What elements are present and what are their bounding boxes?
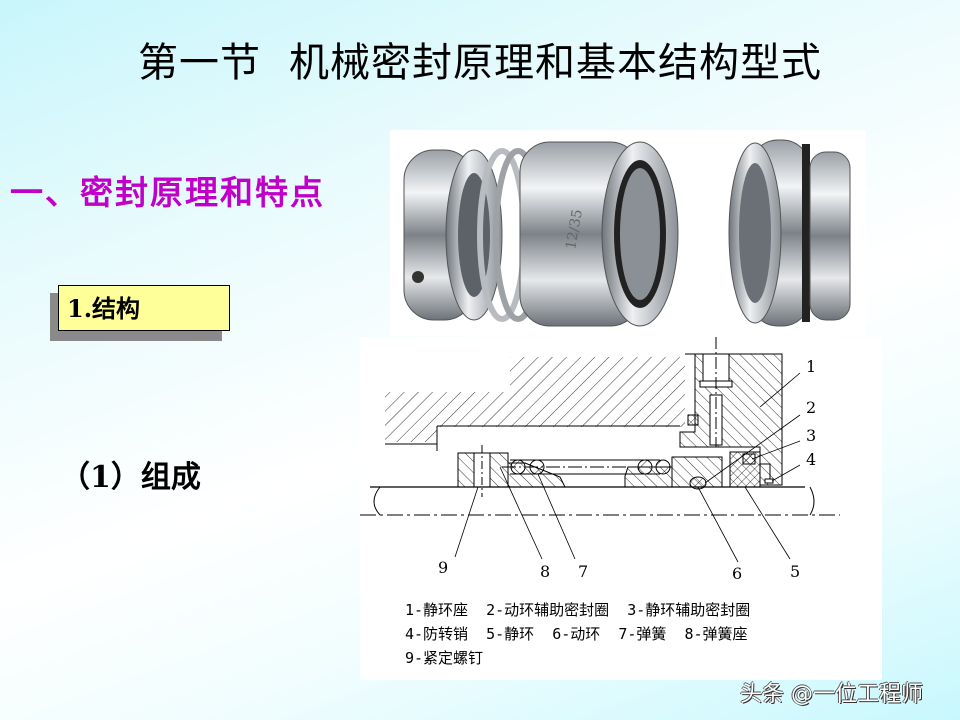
slide-title: 第一节机械密封原理和基本结构型式 bbox=[0, 30, 960, 88]
item-heading: （1）组成 bbox=[60, 460, 201, 495]
seal-cross-section-diagram: 1 2 3 4 5 6 7 8 9 bbox=[360, 337, 840, 583]
section-heading: 一、密封原理和特点 bbox=[10, 173, 325, 212]
seal-photo-illustration: 12/35 bbox=[403, 139, 851, 327]
part-label-6: 6 bbox=[732, 564, 742, 583]
title-chapter: 第一节 bbox=[138, 40, 261, 86]
watermark: 头条 @一位工程师 bbox=[740, 682, 923, 707]
part-label-2: 2 bbox=[806, 398, 816, 417]
part-label-9: 9 bbox=[438, 558, 448, 577]
legend-line: 4-防转销 5-静环 6-动环 7-弹簧 8-弹簧座 bbox=[405, 625, 748, 643]
diagram-legend: 1-静环座 2-动环辅助密封圈 3-静环辅助密封圈 4-防转销 5-静环 6-动环… bbox=[405, 598, 750, 670]
title-topic: 机械密封原理和基本结构型式 bbox=[289, 40, 822, 86]
part-label-1: 1 bbox=[806, 357, 816, 376]
part-label-8: 8 bbox=[540, 562, 550, 581]
subsection-label: 1.结构 bbox=[58, 285, 230, 331]
photo-engraving: 12/35 bbox=[563, 208, 586, 251]
part-label-4: 4 bbox=[806, 450, 816, 469]
legend-line: 9-紧定螺钉 bbox=[405, 649, 484, 667]
part-label-3: 3 bbox=[806, 426, 816, 445]
part-label-7: 7 bbox=[578, 562, 588, 581]
legend-line: 1-静环座 2-动环辅助密封圈 3-静环辅助密封圈 bbox=[405, 601, 751, 619]
part-label-5: 5 bbox=[790, 562, 800, 581]
seal-diagram-panel: 1 2 3 4 5 6 7 8 9 bbox=[360, 337, 882, 680]
seal-photo: 12/35 bbox=[390, 130, 866, 336]
